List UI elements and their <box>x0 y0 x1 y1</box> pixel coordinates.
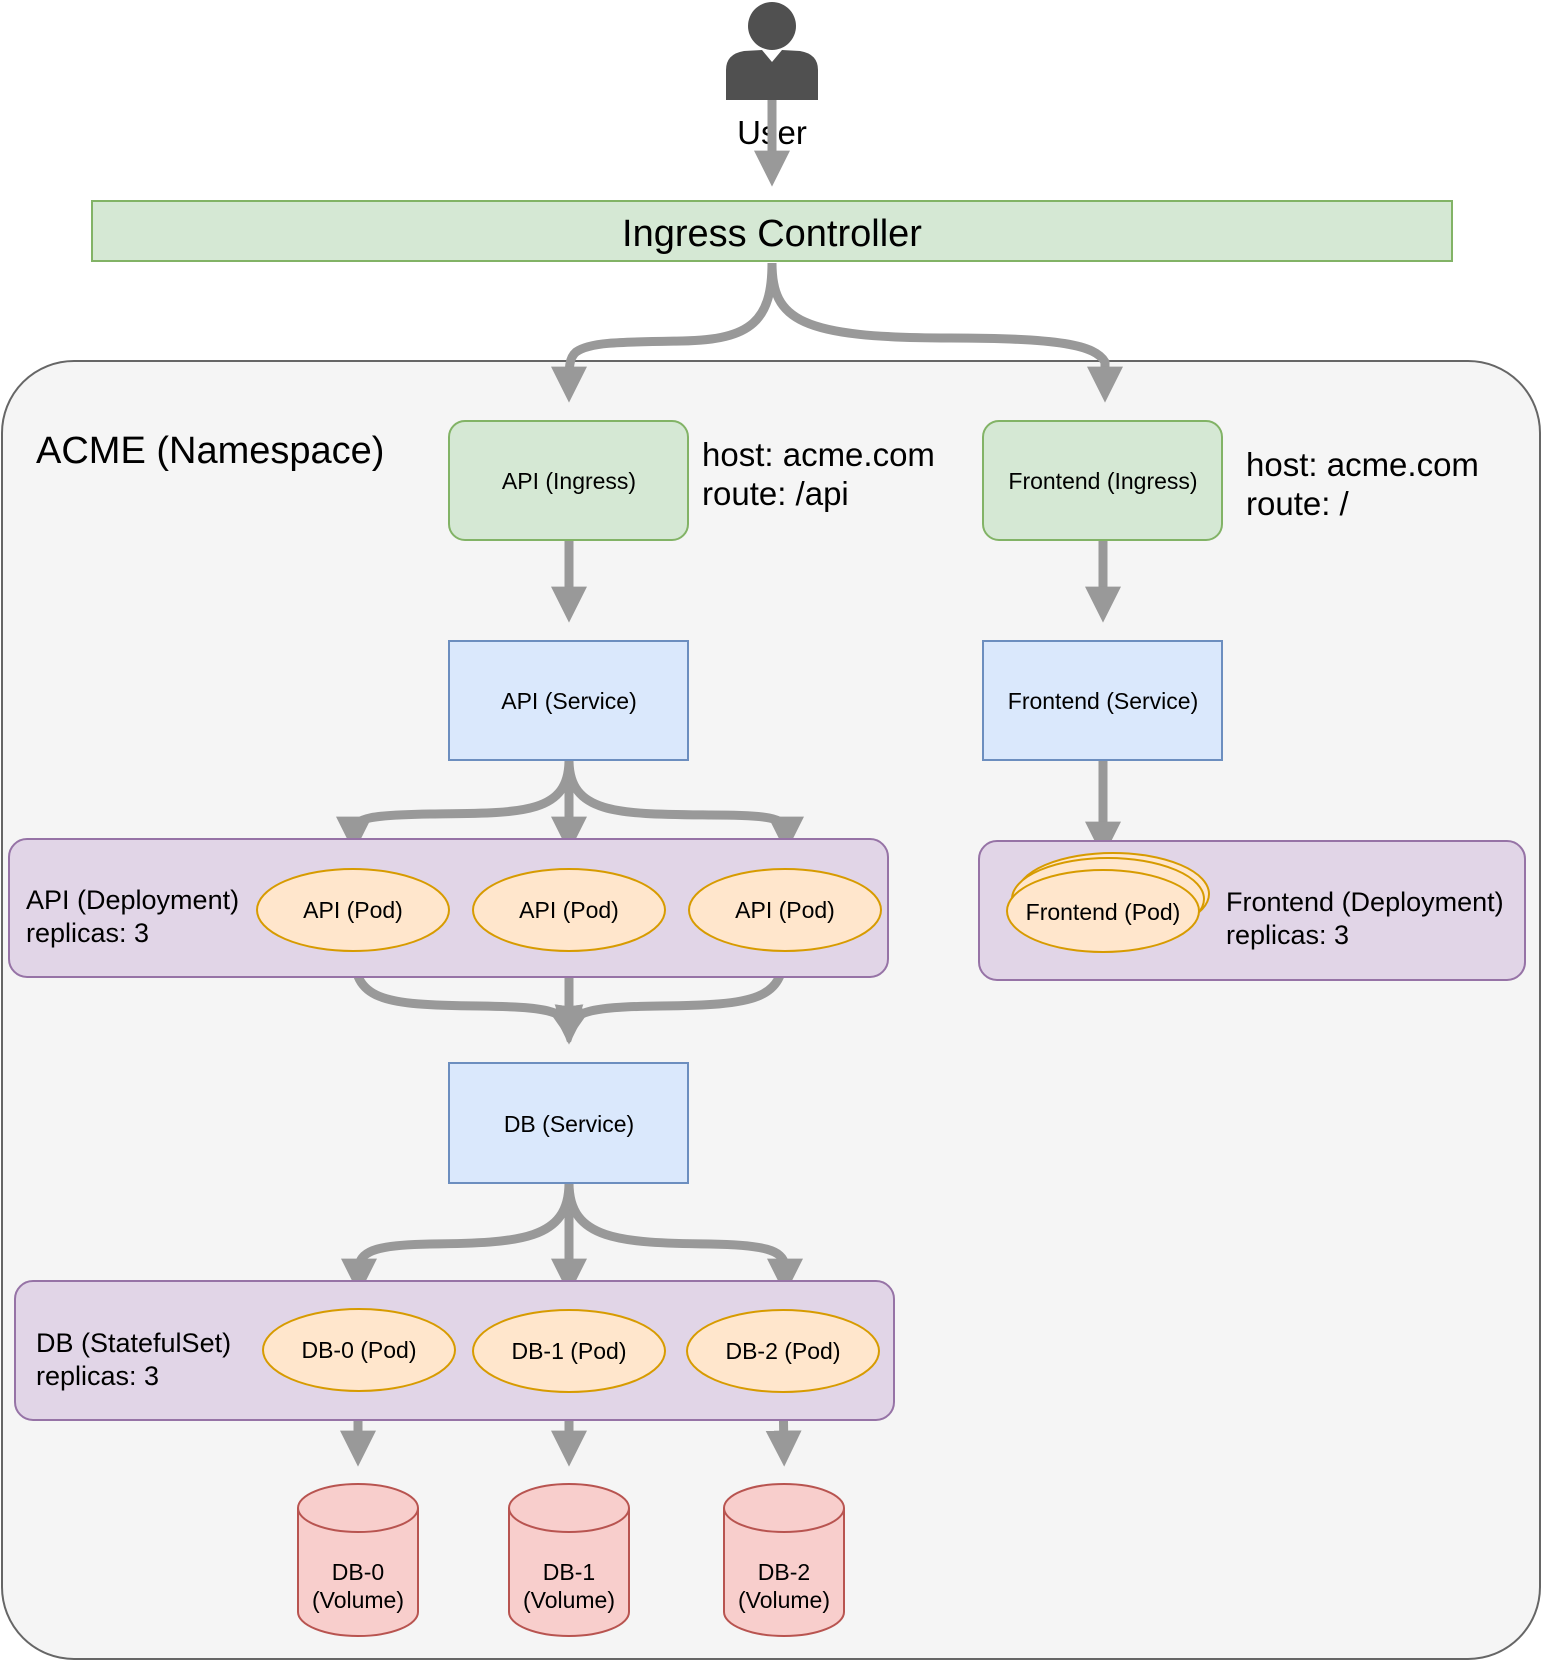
api-pod-3 <box>688 868 882 952</box>
arrow-api-service-to-api-pod-1 <box>336 759 574 853</box>
api-ingress-host: host: acme.com <box>702 436 935 473</box>
frontend-pod <box>1006 869 1200 953</box>
arrow-db-service-to-db-pod-2 <box>564 1182 803 1295</box>
namespace-label: ACME (Namespace) <box>36 430 384 472</box>
arrow-ingress-to-api-ingress <box>551 262 777 403</box>
user-icon <box>726 2 818 100</box>
db-volume-1: DB-1 (Volume) <box>508 1483 630 1637</box>
db-service-label: DB (Service) <box>504 1111 634 1137</box>
frontend-pod-label: Frontend (Pod) <box>1026 899 1181 925</box>
db-volume-1-type: (Volume) <box>523 1587 615 1613</box>
arrow-api-service-to-api-pod-3 <box>564 759 804 853</box>
namespace-container <box>1 360 1541 1660</box>
db-volume-2-name: DB-2 <box>758 1559 810 1585</box>
db-volume-2-type: (Volume) <box>738 1587 830 1613</box>
api-deployment-title: API (Deployment) <box>26 885 239 915</box>
frontend-ingress-label: Frontend (Ingress) <box>1008 468 1197 494</box>
arrow-api-pod-3-to-db-service <box>554 949 789 1043</box>
arrow-ingress-to-frontend-ingress <box>767 262 1123 403</box>
db-statefulset-replicas: replicas: 3 <box>36 1361 159 1391</box>
db-pod-0-label: DB-0 (Pod) <box>301 1337 416 1363</box>
api-pod-1 <box>256 868 450 952</box>
api-service-box <box>448 640 689 761</box>
db-volume-0: DB-0 (Volume) <box>297 1483 419 1637</box>
db-pod-0 <box>262 1308 456 1392</box>
api-deployment-replicas: replicas: 3 <box>26 918 149 948</box>
api-pod-2 <box>472 868 666 952</box>
db-service-box <box>448 1062 689 1184</box>
db-pod-1 <box>472 1309 666 1393</box>
db-volume-0-name: DB-0 <box>332 1559 384 1585</box>
db-volume-0-type: (Volume) <box>312 1587 404 1613</box>
api-service-label: API (Service) <box>501 688 636 714</box>
frontend-deployment-replicas: replicas: 3 <box>1226 920 1349 950</box>
ingress-controller <box>91 200 1453 262</box>
db-volume-1-name: DB-1 <box>543 1559 595 1585</box>
frontend-service-box <box>982 640 1223 761</box>
frontend-ingress-box <box>982 420 1223 541</box>
arrow-db-service-to-db-pod-0 <box>341 1182 574 1295</box>
frontend-service-label: Frontend (Service) <box>1008 688 1198 714</box>
ingress-controller-label: Ingress Controller <box>622 213 922 255</box>
db-pod-2-label: DB-2 (Pod) <box>725 1338 840 1364</box>
frontend-deployment-title: Frontend (Deployment) <box>1226 887 1504 917</box>
frontend-ingress-host: host: acme.com <box>1246 446 1479 483</box>
api-ingress-route: route: /api <box>702 475 849 512</box>
api-pod-1-label: API (Pod) <box>303 897 403 923</box>
api-ingress-label: API (Ingress) <box>502 468 636 494</box>
api-ingress-box <box>448 420 689 541</box>
db-volume-2: DB-2 (Volume) <box>723 1483 845 1637</box>
frontend-ingress-route: route: / <box>1246 485 1350 522</box>
db-pod-1-label: DB-1 (Pod) <box>511 1338 626 1364</box>
api-pod-2-label: API (Pod) <box>519 897 619 923</box>
db-pod-2 <box>686 1309 880 1393</box>
api-pod-3-label: API (Pod) <box>735 897 835 923</box>
db-statefulset-title: DB (StatefulSet) <box>36 1328 231 1358</box>
